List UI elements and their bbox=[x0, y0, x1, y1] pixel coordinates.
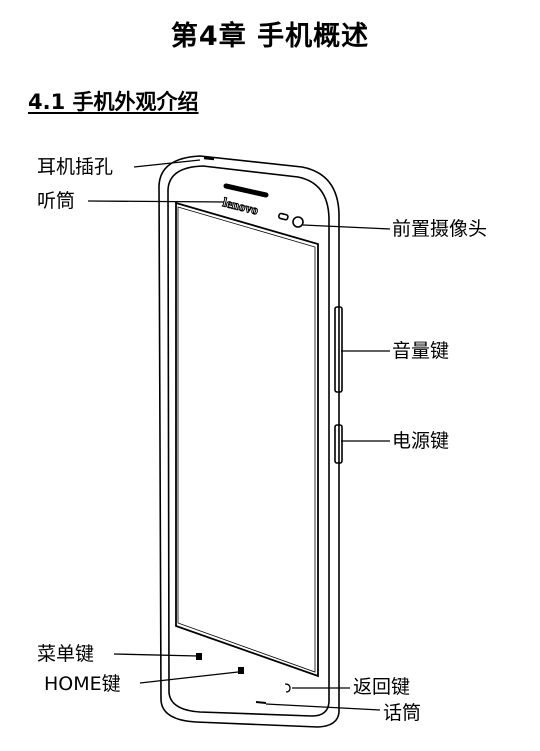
earpiece-grille bbox=[223, 183, 269, 198]
label-headphone-jack: 耳机插孔 bbox=[37, 156, 114, 178]
label-volume-key: 音量键 bbox=[392, 340, 450, 362]
label-menu-key: 菜单键 bbox=[37, 643, 95, 665]
microphone-shape bbox=[255, 701, 267, 704]
chapter-title: 第4章 手机概述 bbox=[170, 21, 370, 52]
home-key-icon bbox=[238, 667, 244, 674]
phone-outer-body bbox=[158, 155, 340, 728]
front-camera-lens bbox=[292, 216, 304, 228]
label-microphone: 话筒 bbox=[383, 702, 422, 724]
phone-bezel bbox=[167, 165, 330, 717]
sensor-shape bbox=[278, 212, 289, 221]
menu-key-icon bbox=[196, 653, 202, 660]
section-title: 4.1 手机外观介绍 bbox=[28, 90, 199, 114]
phone-screen bbox=[175, 201, 319, 678]
volume-key-shape bbox=[334, 306, 343, 393]
label-power-key: 电源键 bbox=[392, 430, 450, 452]
label-home-key: HOME键 bbox=[44, 673, 121, 695]
label-earpiece: 听筒 bbox=[37, 190, 76, 212]
label-back-key: 返回键 bbox=[353, 676, 411, 698]
headphone-jack-shape bbox=[203, 156, 215, 161]
label-front-camera: 前置摄像头 bbox=[392, 218, 488, 240]
back-key-icon bbox=[284, 683, 291, 693]
power-key-shape bbox=[334, 424, 343, 464]
brand-logo-text: lenovo bbox=[221, 194, 260, 217]
